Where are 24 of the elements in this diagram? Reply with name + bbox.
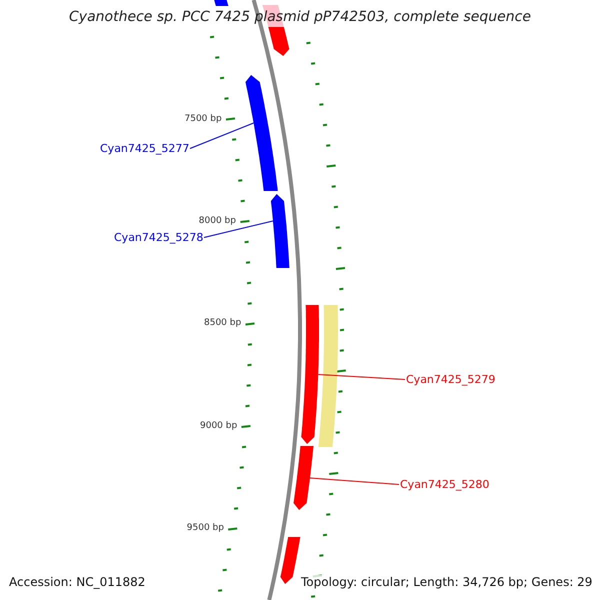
gene-segment xyxy=(246,75,278,191)
scale-label: 7500 bp xyxy=(184,114,222,124)
gene-label: Cyan7425_5279 xyxy=(406,373,496,386)
gene-label: Cyan7425_5277 xyxy=(100,142,190,155)
sequence-info-text: Topology: circular; Length: 34,726 bp; Genes: 29 xyxy=(301,575,592,589)
gene-segment xyxy=(318,305,338,447)
scale-label: 8000 bp xyxy=(198,216,236,226)
leader-line xyxy=(190,122,254,149)
leader-line xyxy=(310,478,400,485)
scale-label: 8500 bp xyxy=(204,318,242,328)
gene-label: Cyan7425_5278 xyxy=(114,231,204,244)
scale-label: 9500 bp xyxy=(186,523,224,533)
accession-text: Accession: NC_011882 xyxy=(9,575,146,589)
leader-line xyxy=(318,374,406,380)
leader-line xyxy=(204,220,274,238)
title: Cyanothece sp. PCC 7425 plasmid pP742503, complete sequence xyxy=(68,9,532,25)
gene-segment xyxy=(280,537,300,584)
gene-label: Cyan7425_5280 xyxy=(400,478,490,491)
gene-segment xyxy=(301,305,319,444)
gene-segment xyxy=(294,446,314,510)
gene-segment xyxy=(214,0,228,6)
gene-segment xyxy=(268,27,290,56)
scale-label: 9000 bp xyxy=(200,421,238,431)
gene-segment xyxy=(270,194,290,268)
